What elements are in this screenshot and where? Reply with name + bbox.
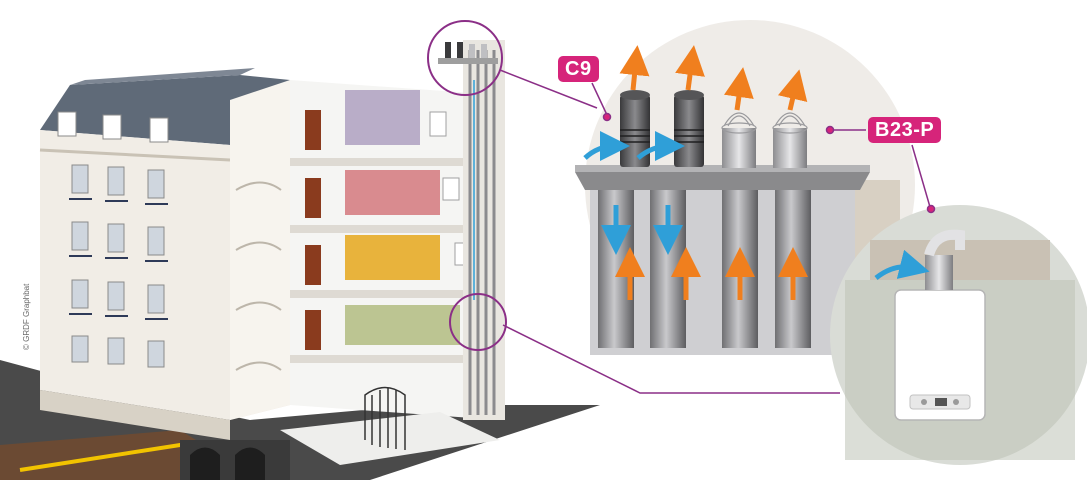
rooftop-zoom-marker bbox=[427, 20, 503, 96]
rooftop-terminals-small bbox=[438, 42, 498, 64]
boiler-intake-arrow bbox=[874, 249, 930, 280]
label-pointers bbox=[591, 82, 936, 214]
building-cutaway bbox=[180, 40, 505, 480]
connector-line-boiler bbox=[502, 324, 840, 394]
boiler-detail-circle bbox=[830, 205, 1087, 465]
intake-arrows bbox=[583, 131, 685, 255]
copyright-credit: © GRDF Graphbat bbox=[22, 283, 31, 350]
boiler-zoom-marker bbox=[449, 293, 507, 351]
b23p-label: B23-P bbox=[868, 117, 942, 143]
exhaust-arrows bbox=[615, 45, 808, 300]
connector-line-rooftop bbox=[499, 69, 598, 109]
c9-label: C9 bbox=[558, 56, 599, 82]
